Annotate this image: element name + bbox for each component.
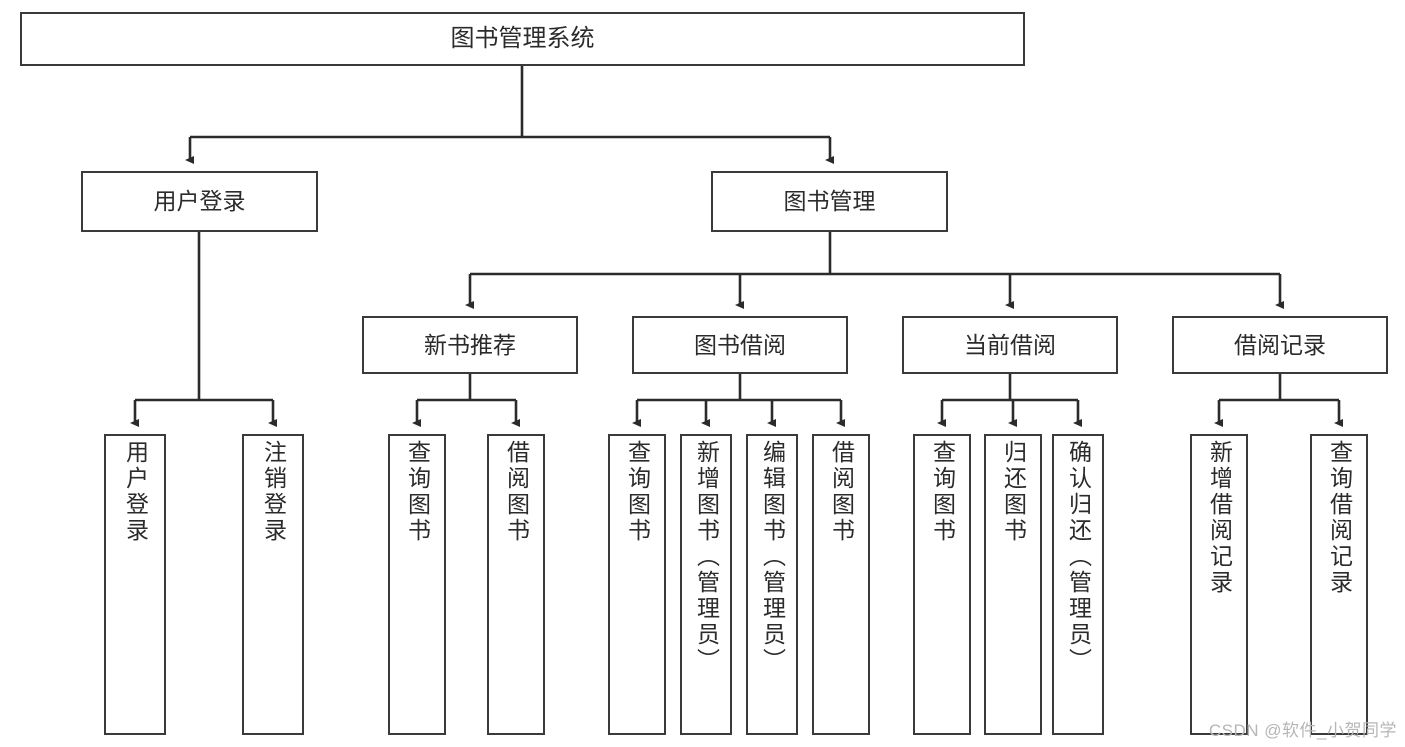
node-book-manage[interactable]: 图书管理 — [711, 171, 948, 232]
node-leaf-logout[interactable]: 注销登录 — [242, 434, 304, 735]
node-leaf-edit-book-label: 编辑图书（管理员） — [759, 440, 786, 674]
node-leaf-user-login[interactable]: 用户登录 — [104, 434, 166, 735]
node-leaf-query-book-1-label: 查询图书 — [404, 440, 431, 544]
node-book-borrow-label: 图书借阅 — [694, 331, 786, 358]
node-leaf-add-record[interactable]: 新增借阅记录 — [1190, 434, 1248, 735]
node-leaf-borrow-book-2-label: 借阅图书 — [828, 440, 855, 544]
node-leaf-query-book-3-label: 查询图书 — [929, 440, 956, 544]
node-borrow-record[interactable]: 借阅记录 — [1172, 316, 1388, 374]
node-leaf-query-book-2-label: 查询图书 — [624, 440, 651, 544]
node-new-book-rec[interactable]: 新书推荐 — [362, 316, 578, 374]
node-leaf-borrow-book-1[interactable]: 借阅图书 — [487, 434, 545, 735]
node-leaf-return-book-label: 归还图书 — [1000, 440, 1027, 544]
node-leaf-query-book-1[interactable]: 查询图书 — [388, 434, 446, 735]
node-leaf-add-book[interactable]: 新增图书（管理员） — [680, 434, 732, 735]
node-leaf-edit-book[interactable]: 编辑图书（管理员） — [746, 434, 798, 735]
node-leaf-borrow-book-1-label: 借阅图书 — [503, 440, 530, 544]
node-leaf-confirm-return-label: 确认归还（管理员） — [1065, 440, 1092, 674]
node-current-borrow[interactable]: 当前借阅 — [902, 316, 1118, 374]
node-leaf-logout-label: 注销登录 — [260, 440, 287, 544]
node-user-login-label: 用户登录 — [153, 188, 246, 215]
node-leaf-user-login-label: 用户登录 — [122, 440, 149, 544]
node-borrow-record-label: 借阅记录 — [1234, 331, 1326, 358]
node-leaf-add-book-label: 新增图书（管理员） — [693, 440, 720, 674]
node-user-login[interactable]: 用户登录 — [81, 171, 318, 232]
node-leaf-return-book[interactable]: 归还图书 — [984, 434, 1042, 735]
node-leaf-borrow-book-2[interactable]: 借阅图书 — [812, 434, 870, 735]
node-book-borrow[interactable]: 图书借阅 — [632, 316, 848, 374]
node-current-borrow-label: 当前借阅 — [964, 331, 1056, 358]
node-leaf-query-book-2[interactable]: 查询图书 — [608, 434, 666, 735]
node-root[interactable]: 图书管理系统 — [20, 12, 1025, 66]
node-leaf-query-record[interactable]: 查询借阅记录 — [1310, 434, 1368, 735]
node-leaf-query-book-3[interactable]: 查询图书 — [913, 434, 971, 735]
node-leaf-confirm-return[interactable]: 确认归还（管理员） — [1052, 434, 1104, 735]
node-leaf-add-record-label: 新增借阅记录 — [1206, 440, 1233, 596]
node-root-label: 图书管理系统 — [450, 25, 595, 53]
node-leaf-query-record-label: 查询借阅记录 — [1326, 440, 1353, 596]
node-new-book-rec-label: 新书推荐 — [424, 331, 516, 358]
node-book-manage-label: 图书管理 — [783, 188, 876, 215]
